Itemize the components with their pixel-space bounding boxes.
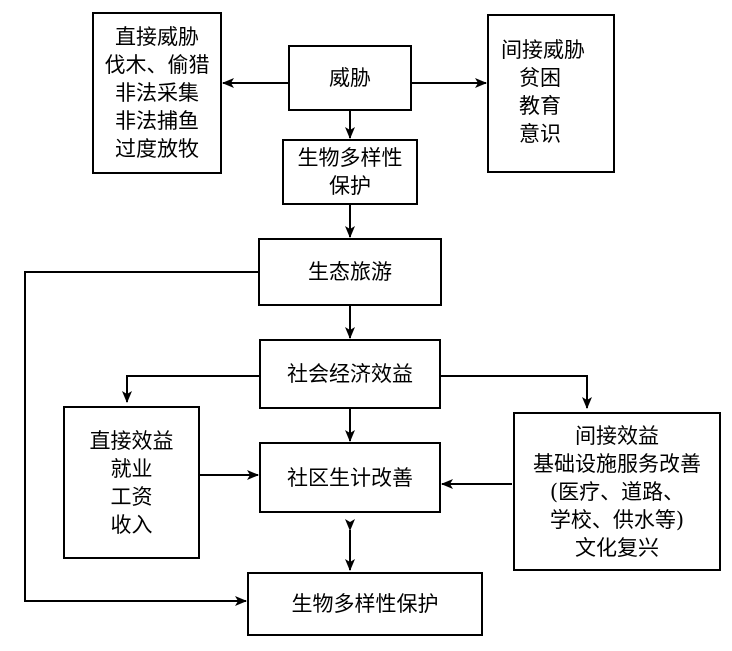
node-direct-threat: 直接威胁 伐木、偷猎 非法采集 非法捕鱼 过度放牧 xyxy=(92,12,222,174)
ecotourism-label: 生态旅游 xyxy=(308,260,392,284)
direct-threat-line-3: 非法采集 xyxy=(115,81,199,105)
indirect-benefit-line-3: (医疗、道路、 xyxy=(549,479,685,504)
socioeconomic-label: 社会经济效益 xyxy=(287,362,413,386)
arrow-socioeconomic-to-indirect-benefit xyxy=(441,375,592,409)
node-threat: 威胁 xyxy=(288,45,412,111)
direct-threat-line-4: 非法捕鱼 xyxy=(115,109,199,133)
indirect-benefit-line-2: 基础设施服务改善 xyxy=(533,451,701,476)
node-biodiversity-protection-bottom: 生物多样性保护 xyxy=(247,572,483,636)
indirect-benefit-line-5: 文化复兴 xyxy=(575,535,659,560)
biodiversity-top-line-1: 生物多样性 xyxy=(297,146,403,170)
indirect-threat-line-2: 贫困 xyxy=(519,66,561,90)
direct-threat-line-1: 直接威胁 xyxy=(115,25,199,49)
arrow-ecotourism-to-biodiversity-bottom xyxy=(24,271,258,606)
direct-benefit-line-1: 直接效益 xyxy=(89,428,174,453)
direct-threat-line-2: 伐木、偷猎 xyxy=(104,53,210,77)
direct-benefit-line-3: 工资 xyxy=(110,484,153,509)
node-direct-benefits: 直接效益 就业 工资 收入 xyxy=(63,406,200,559)
indirect-benefit-line-1: 间接效益 xyxy=(575,423,659,448)
livelihood-label: 社区生计改善 xyxy=(287,465,413,490)
direct-threat-line-5: 过度放牧 xyxy=(115,137,199,161)
indirect-threat-line-3: 教育 xyxy=(519,94,561,118)
indirect-threat-line-4: 意识 xyxy=(519,122,561,146)
node-ecotourism: 生态旅游 xyxy=(258,238,442,306)
node-indirect-benefits: 间接效益 基础设施服务改善 (医疗、道路、 学校、供水等) 文化复兴 xyxy=(513,412,721,571)
node-biodiversity-protection-top: 生物多样性 保护 xyxy=(282,139,418,205)
node-indirect-threat: 间接威胁 贫困 教育 意识 xyxy=(487,14,615,173)
arrow-socioeconomic-to-direct-benefit xyxy=(122,375,259,403)
node-community-livelihood: 社区生计改善 xyxy=(259,442,441,513)
indirect-threat-line-1: 间接威胁 xyxy=(501,38,585,62)
direct-benefit-line-2: 就业 xyxy=(110,456,153,481)
indirect-benefit-line-4: 学校、供水等) xyxy=(549,507,685,532)
biodiversity-top-line-2: 保护 xyxy=(329,174,371,198)
threat-label: 威胁 xyxy=(329,66,371,90)
node-socioeconomic-benefits: 社会经济效益 xyxy=(259,339,441,409)
direct-benefit-line-4: 收入 xyxy=(110,512,153,537)
biodiversity-bottom-label: 生物多样性保护 xyxy=(291,592,439,616)
